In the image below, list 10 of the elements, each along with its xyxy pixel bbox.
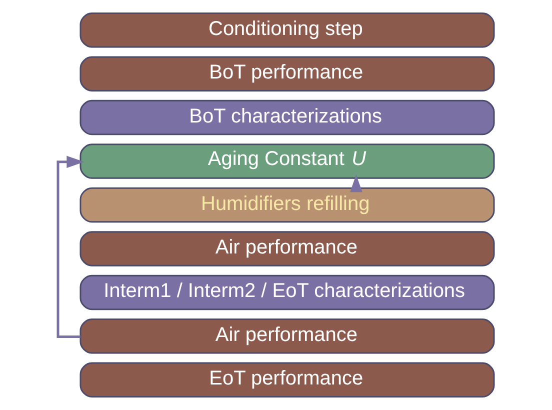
node-box: Air performance — [80, 231, 495, 266]
arrow — [350, 174, 362, 192]
node-box: Air performance — [80, 318, 495, 354]
node-box: Interm1 / Interm2 / EoT characterizations — [80, 274, 495, 310]
node-box: Conditioning step — [80, 12, 495, 48]
node-box: BoT performance — [80, 56, 495, 92]
node-box: Aging Constant U — [80, 144, 495, 179]
arrow — [56, 156, 84, 338]
node-box: EoT performance — [80, 362, 495, 398]
node-box: BoT characterizations — [80, 100, 495, 136]
